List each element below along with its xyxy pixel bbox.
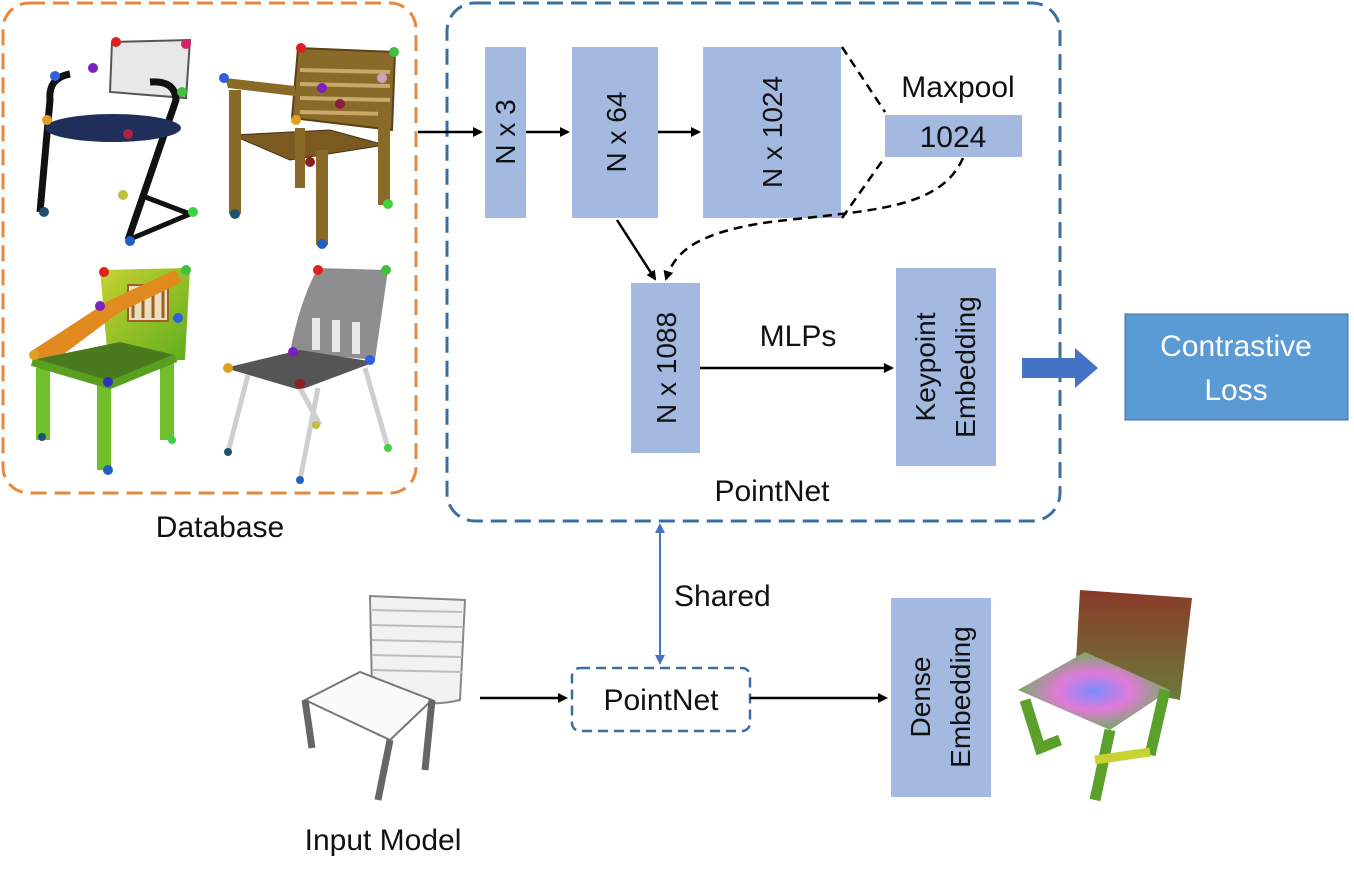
block-n64: N x 64 xyxy=(572,47,658,218)
database-frame xyxy=(1,1,418,495)
shared-label: Shared xyxy=(674,580,771,613)
svg-text:Dense: Dense xyxy=(905,657,936,738)
svg-text:Embedding: Embedding xyxy=(950,296,981,438)
dashed-arrow-maxpool-to-n1088 xyxy=(663,157,965,281)
dashed-maxpool-bottom xyxy=(840,156,887,219)
block-arrow-to-loss xyxy=(1022,348,1098,388)
pointnet-main-label: PointNet xyxy=(714,475,830,508)
svg-text:Embedding: Embedding xyxy=(945,626,976,768)
dashed-maxpool-top xyxy=(840,46,887,113)
block-n1088: N x 1088 xyxy=(631,283,700,453)
svg-text:N x 1088: N x 1088 xyxy=(651,312,682,424)
input-model-label: Input Model xyxy=(305,824,462,857)
pointnet-frame xyxy=(445,1,1062,523)
chair-image-wood xyxy=(219,43,399,249)
svg-text:N x 3: N x 3 xyxy=(490,99,521,164)
database-label: Database xyxy=(156,511,284,544)
input-model-image xyxy=(301,594,467,801)
contrastive-loss-box: Contrastive Loss xyxy=(1124,313,1349,421)
svg-text:Keypoint: Keypoint xyxy=(910,312,941,421)
svg-text:Contrastive: Contrastive xyxy=(1160,330,1312,363)
maxpool-label: Maxpool xyxy=(901,71,1014,104)
svg-text:N x 1024: N x 1024 xyxy=(757,76,788,188)
block-maxpool: 1024 xyxy=(885,115,1022,157)
svg-text:PointNet: PointNet xyxy=(603,684,719,717)
arrow-n64-to-n1088 xyxy=(615,219,657,281)
pointnet-small-box: PointNet xyxy=(570,666,752,733)
block-n1024: N x 1024 xyxy=(703,47,841,218)
chair-image-mesh xyxy=(36,37,198,246)
svg-text:Loss: Loss xyxy=(1204,374,1267,407)
block-keypoint-embedding: Keypoint Embedding xyxy=(896,268,996,466)
svg-text:N x 64: N x 64 xyxy=(601,92,632,173)
mlps-label: MLPs xyxy=(760,320,837,353)
chair-image-green xyxy=(29,265,191,475)
block-n3: N x 3 xyxy=(485,47,526,218)
output-embedding-image xyxy=(1018,590,1192,802)
svg-text:1024: 1024 xyxy=(920,121,987,154)
block-dense-embedding: Dense Embedding xyxy=(891,598,991,797)
chair-image-grey xyxy=(223,265,392,484)
